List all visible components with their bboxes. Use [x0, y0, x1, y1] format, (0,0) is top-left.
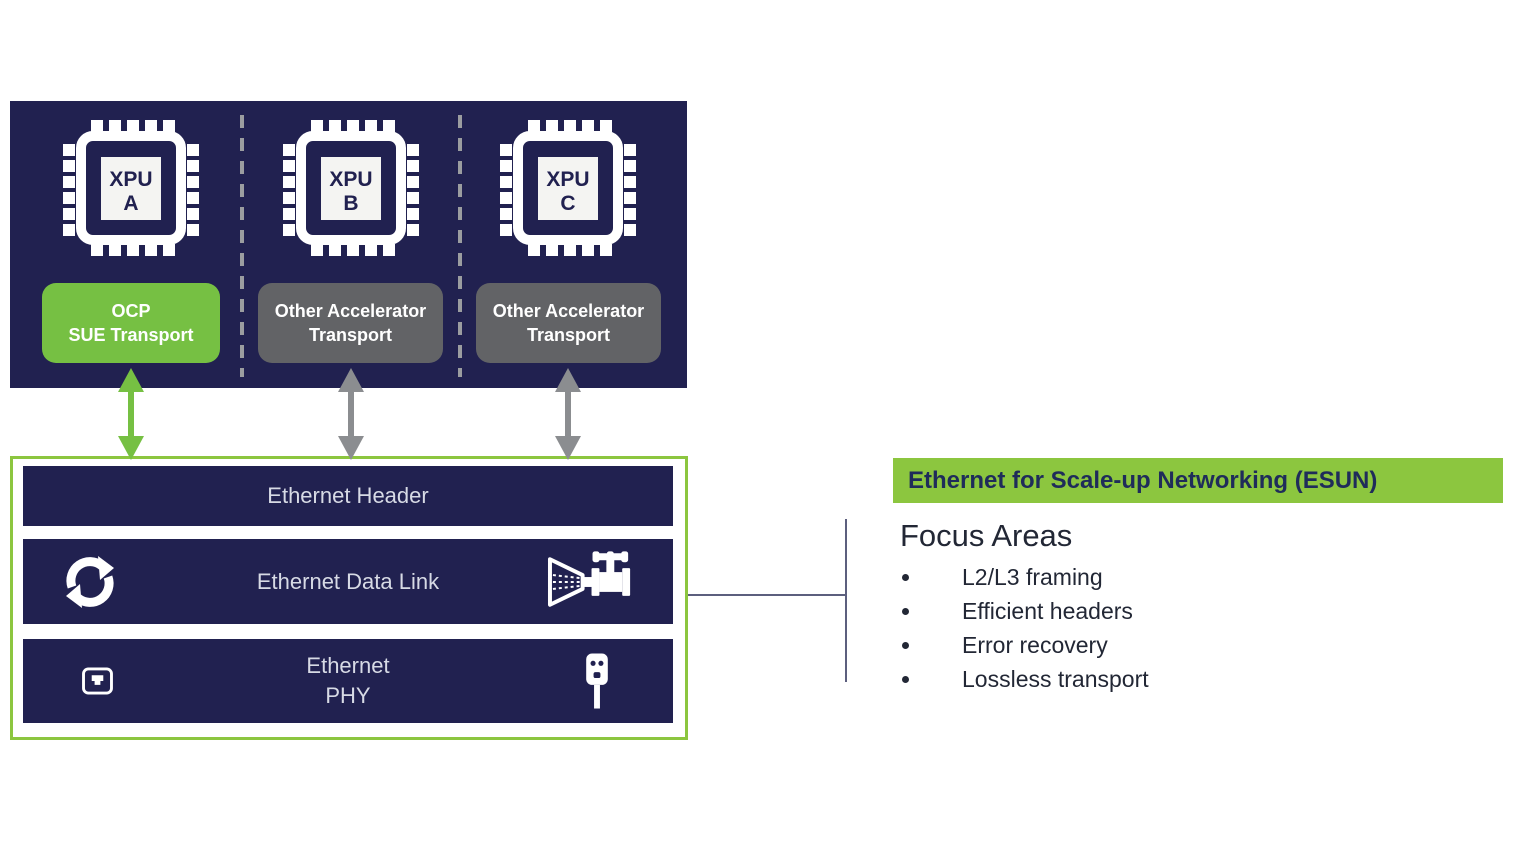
transport-line2: SUE Transport — [68, 325, 194, 345]
ethernet-header-bar: Ethernet Header — [23, 466, 673, 526]
focus-area-item: Efficient headers — [898, 596, 1149, 630]
focus-areas-list: L2/L3 framing Efficient headers Error re… — [898, 562, 1149, 698]
xpu-chip-icon: XPU B — [283, 120, 419, 256]
transport-line2: Transport — [308, 325, 392, 345]
chip-label-line1: XPU — [109, 168, 152, 191]
double-arrow-green — [118, 368, 144, 460]
ocp-sue-transport-label: OCP SUE Transport — [42, 283, 220, 363]
ethernet-port-icon — [82, 667, 113, 695]
xpu-chip-icon: XPU C — [500, 120, 636, 256]
rj45-plug-icon — [586, 653, 608, 709]
chip-label-line2: C — [560, 192, 575, 215]
dashed-divider — [240, 115, 244, 377]
chip-label-line2: A — [123, 192, 138, 215]
transport-line2: Transport — [526, 325, 610, 345]
double-arrow-gray — [338, 368, 364, 460]
chip-label-line2: B — [343, 192, 358, 215]
transport-line1: OCP — [111, 301, 151, 321]
ethernet-header-label: Ethernet Header — [267, 483, 429, 508]
focus-areas-heading: Focus Areas — [900, 518, 1073, 553]
transport-line1: Other Accelerator — [492, 301, 645, 321]
other-accelerator-transport-label: Other Accelerator Transport — [258, 283, 443, 363]
focus-area-item: L2/L3 framing — [898, 562, 1149, 596]
ethernet-phy-line2: PHY — [325, 683, 371, 708]
esun-banner: Ethernet for Scale-up Networking (ESUN) — [893, 458, 1503, 503]
xpu-cluster-box: XPU A XPU B XPU — [10, 101, 687, 388]
sync-icon — [66, 555, 114, 608]
ethernet-datalink-bar: Ethernet Data Link — [23, 539, 673, 624]
focus-area-item: Error recovery — [898, 630, 1149, 664]
focus-area-item: Lossless transport — [898, 664, 1149, 698]
hose-valve-icon — [547, 550, 631, 607]
connector-line-vertical — [845, 519, 847, 682]
esun-banner-title: Ethernet for Scale-up Networking (ESUN) — [908, 466, 1378, 494]
transport-line1: Other Accelerator — [274, 301, 427, 321]
connector-line-horizontal — [688, 594, 845, 596]
xpu-chip-icon: XPU A — [63, 120, 199, 256]
dashed-divider — [458, 115, 462, 377]
ethernet-phy-bar: Ethernet PHY — [23, 639, 673, 723]
ethernet-phy-line1: Ethernet — [306, 653, 390, 678]
chip-label-line1: XPU — [329, 168, 372, 191]
chip-label-line1: XPU — [546, 168, 589, 191]
ethernet-datalink-label: Ethernet Data Link — [256, 568, 440, 594]
double-arrow-gray — [555, 368, 581, 460]
other-accelerator-transport-label: Other Accelerator Transport — [476, 283, 661, 363]
